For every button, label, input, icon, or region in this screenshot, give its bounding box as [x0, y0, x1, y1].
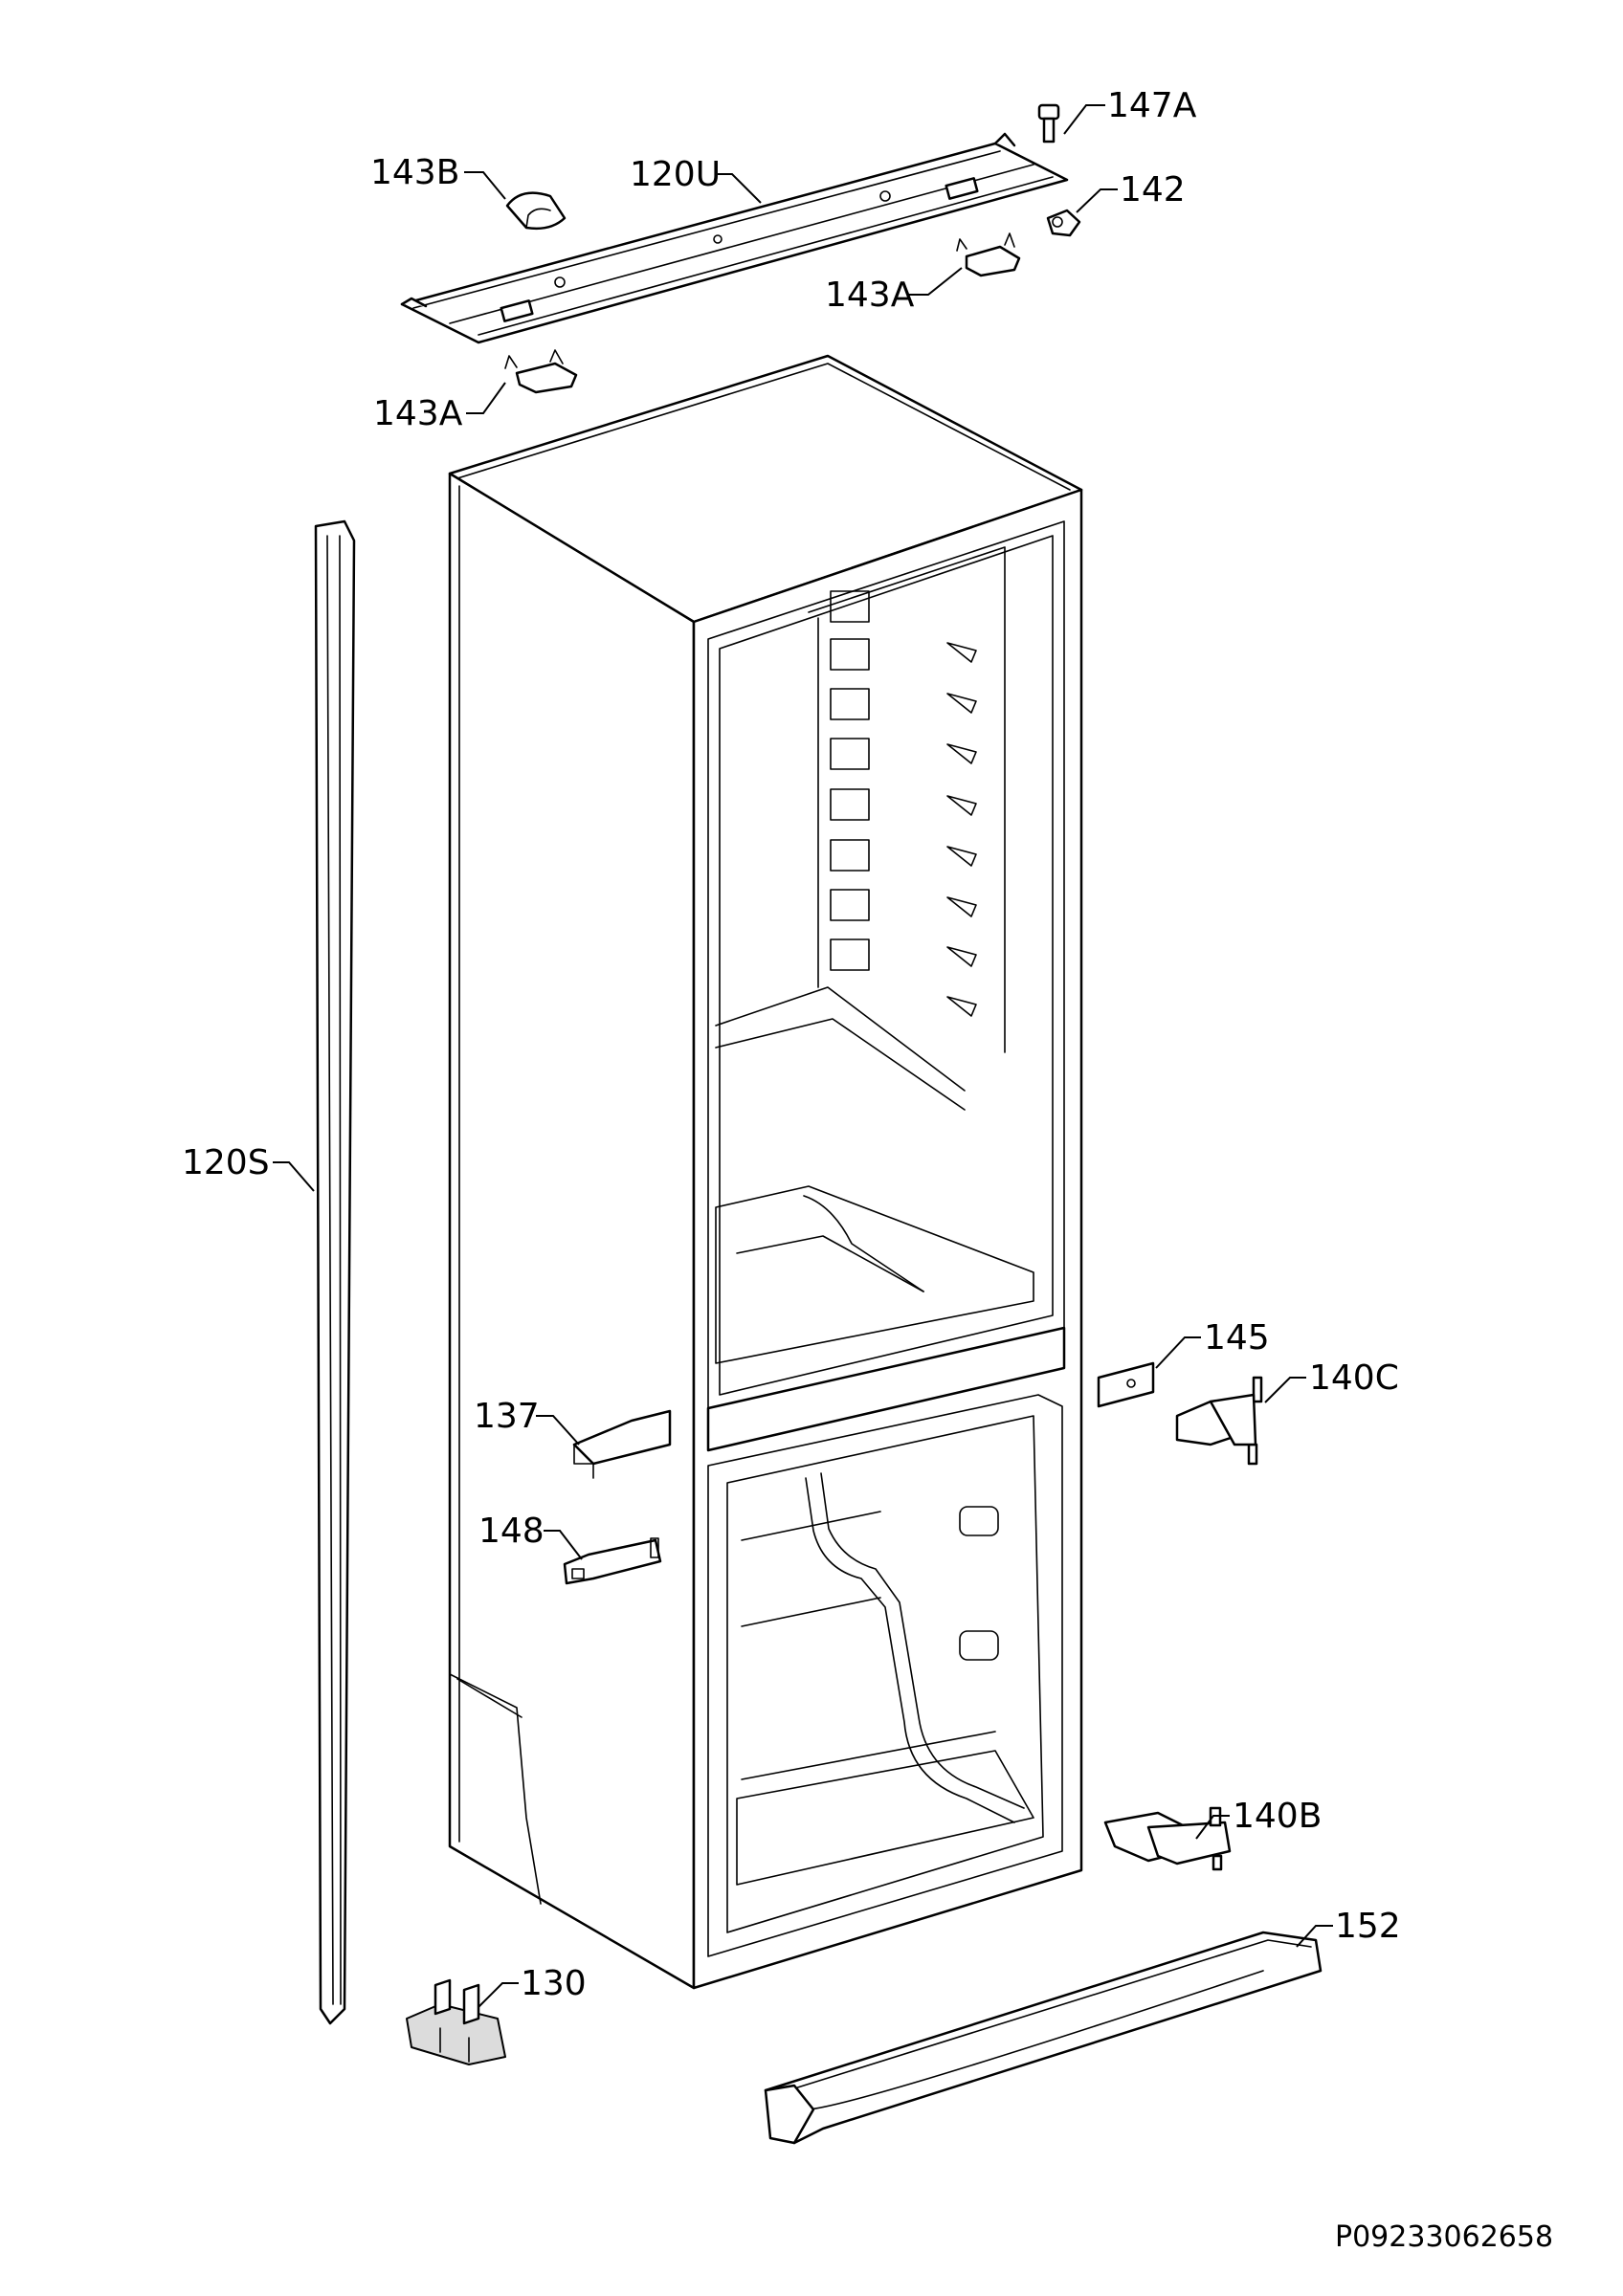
label-143a-left: 143A [373, 394, 463, 433]
label-120u: 120U [630, 155, 721, 194]
document-number: P09233062658 [1335, 2220, 1553, 2254]
label-145: 145 [1204, 1318, 1270, 1358]
part-148-latch [563, 1537, 662, 1585]
part-140c-hinge [1175, 1376, 1263, 1466]
part-142-bushing [1046, 209, 1081, 237]
part-137-bracket [572, 1409, 672, 1479]
part-143b-cap [505, 191, 567, 231]
part-120u-top-rail [400, 132, 1069, 344]
part-120s-side-strip [314, 519, 356, 2025]
label-140b: 140B [1233, 1797, 1322, 1836]
label-143a-right: 143A [825, 276, 915, 315]
shelf-supports-right [946, 642, 977, 1017]
label-120s: 120S [182, 1143, 270, 1182]
part-145-plate [1097, 1361, 1155, 1408]
part-143a-cover-left [504, 349, 578, 394]
label-142: 142 [1120, 170, 1186, 210]
label-147a: 147A [1107, 86, 1197, 125]
label-152: 152 [1335, 1907, 1401, 1946]
part-152-base-rail [764, 1931, 1323, 2145]
part-143a-cover-right [956, 232, 1021, 277]
label-143b: 143B [370, 153, 459, 192]
shelf-slots-left [830, 590, 870, 971]
part-147a-screw [1037, 103, 1060, 144]
label-140c: 140C [1309, 1358, 1399, 1398]
part-130-foot-block [406, 1978, 506, 2065]
cabinet-body [448, 354, 1083, 1990]
label-130: 130 [521, 1964, 587, 2003]
label-148: 148 [478, 1512, 545, 1551]
part-140b-lower-hinge [1103, 1806, 1232, 1871]
leader-lines [273, 104, 1333, 2008]
label-137: 137 [474, 1397, 540, 1436]
